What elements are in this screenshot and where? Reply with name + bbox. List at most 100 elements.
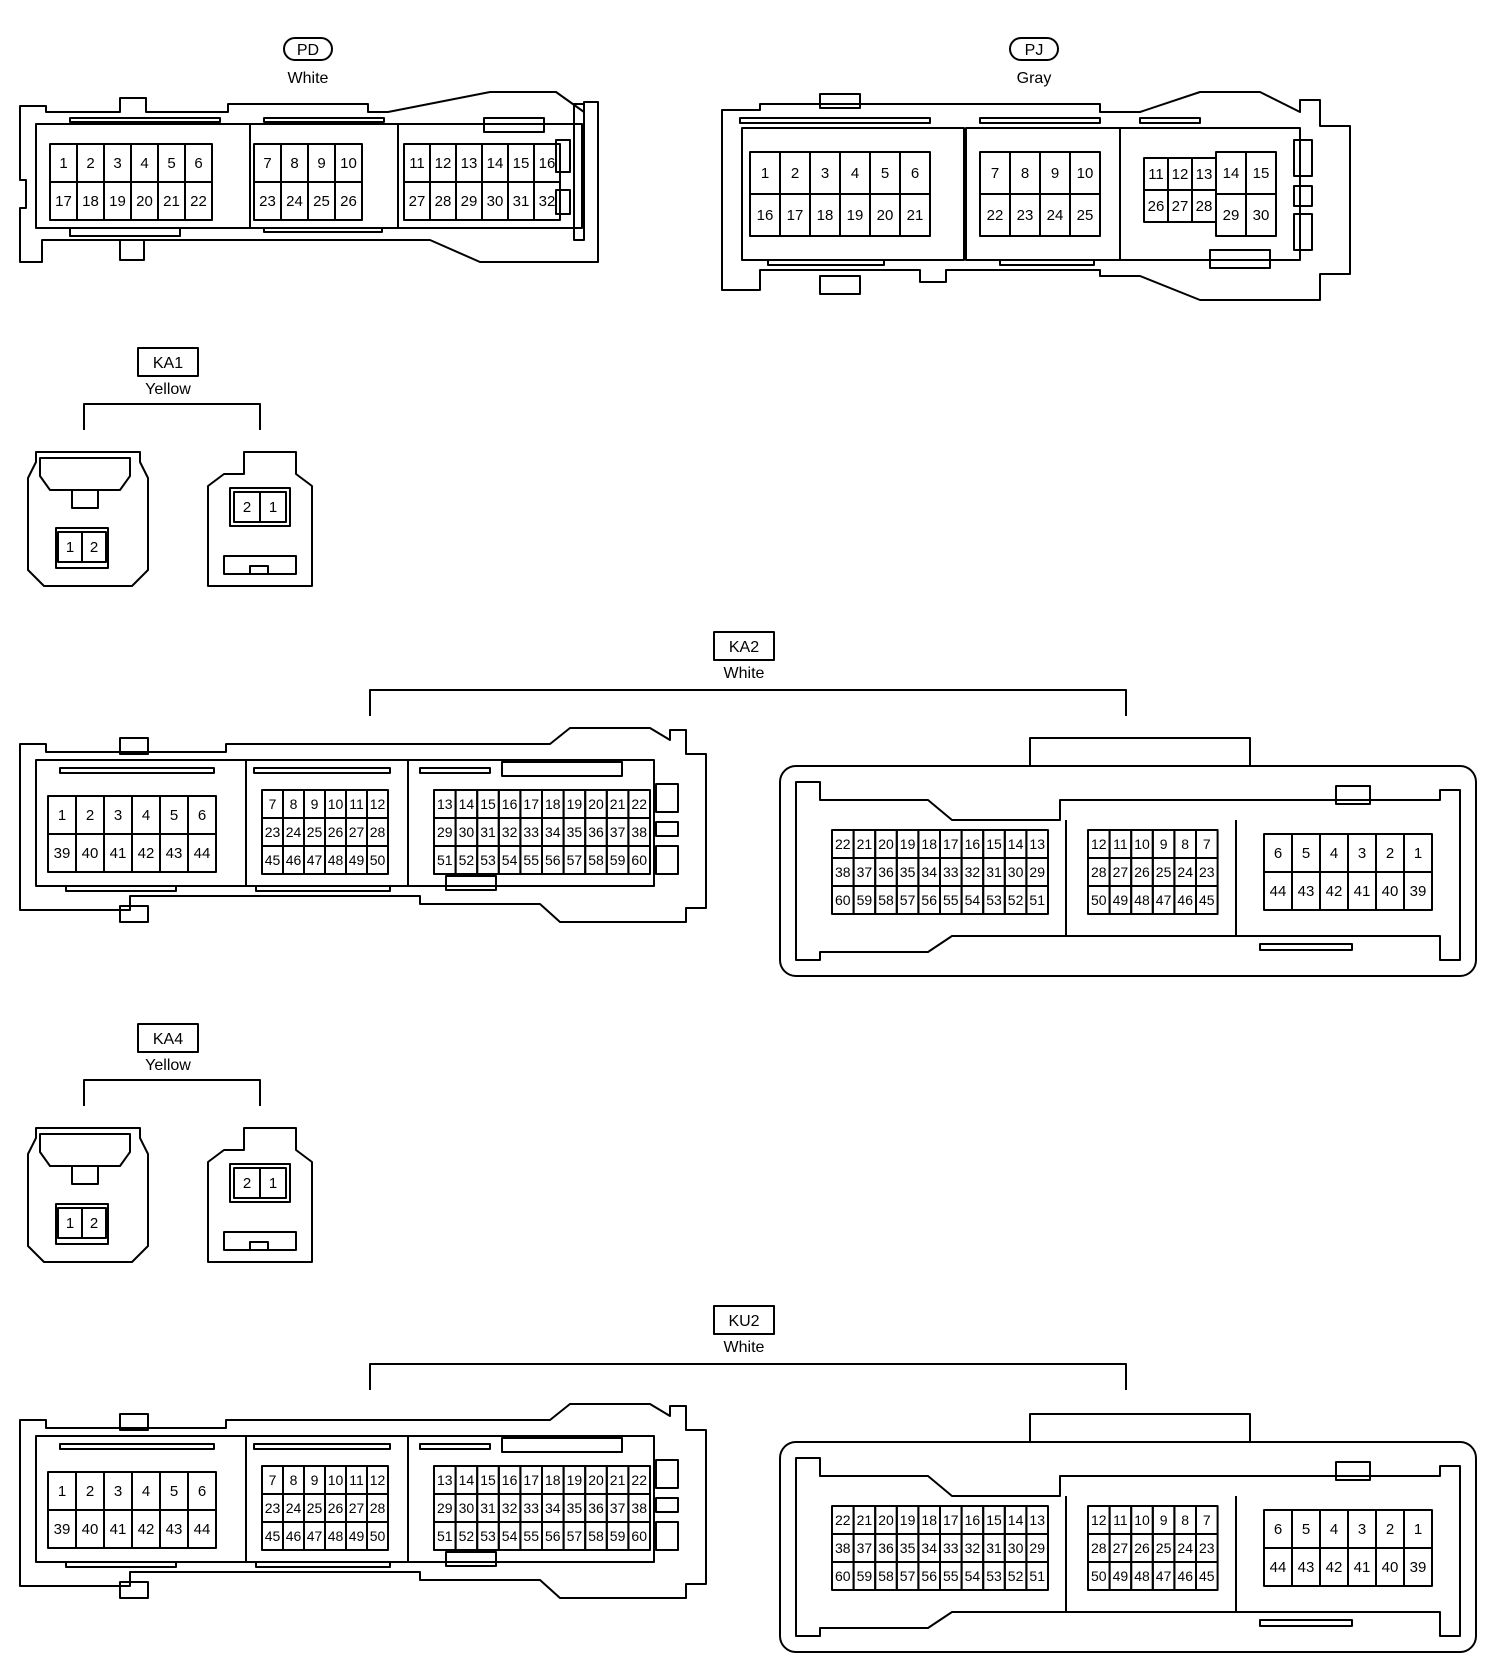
pin-number: 19: [567, 1472, 583, 1488]
pin-number: 24: [1177, 864, 1193, 880]
pin-number: 19: [109, 193, 126, 210]
connector-shell: [779, 1441, 1477, 1653]
pin-number: 51: [437, 1528, 453, 1544]
connector-ka1-female: [27, 451, 149, 587]
pin-number: 28: [435, 193, 452, 210]
pin-cell: [627, 845, 652, 875]
connector-top-tab: [1029, 1413, 1251, 1442]
pin-number: 52: [459, 852, 475, 868]
pin-number: 21: [610, 1472, 626, 1488]
pin-cell: [187, 833, 217, 873]
pin-number: 26: [1148, 198, 1165, 215]
pin-number: 48: [1134, 892, 1150, 908]
pin-number: 23: [265, 824, 281, 840]
pin-number: 14: [1008, 836, 1024, 852]
pin-number: 26: [1134, 1540, 1150, 1556]
pin-number: 10: [340, 155, 357, 172]
connector-ka2-color: White: [724, 665, 765, 682]
connector-pd-label: PD White: [283, 37, 333, 87]
pin-number: 31: [480, 1500, 496, 1516]
pin-cell: [1195, 885, 1219, 915]
pin-cell: [259, 1167, 287, 1199]
pin-number: 36: [878, 1540, 894, 1556]
pin-number: 12: [1091, 836, 1107, 852]
pin-number: 45: [265, 1528, 281, 1544]
pin-number: 11: [409, 155, 425, 172]
pin-number: 5: [170, 807, 178, 824]
pin-number: 18: [817, 207, 834, 224]
connector-pj-label: PJ Gray: [1009, 37, 1059, 87]
pin-number: 47: [307, 852, 323, 868]
pin-number: 1: [58, 807, 66, 824]
connector-ku2-right-body: [779, 1413, 1477, 1653]
pin-number: 11: [349, 1472, 364, 1488]
latch-rib: [59, 1443, 215, 1450]
pin-number: 23: [1199, 1540, 1215, 1556]
pin-number: 37: [857, 864, 873, 880]
pin-number: 16: [757, 207, 774, 224]
pin-number: 48: [1134, 1568, 1150, 1584]
pin-number: 25: [313, 193, 330, 210]
pin-number: 4: [1330, 845, 1338, 862]
pin-number: 7: [263, 155, 271, 172]
pin-number: 24: [286, 193, 303, 210]
pin-number: 11: [1148, 166, 1164, 183]
pin-number: 25: [1077, 207, 1094, 224]
pin-number: 39: [54, 845, 71, 862]
pin-number: 2: [86, 807, 94, 824]
connector-pd-body: [19, 91, 599, 263]
pin-number: 22: [631, 796, 647, 812]
pin-number: 11: [1113, 836, 1128, 852]
pin-number: 57: [567, 1528, 583, 1544]
latch-slot: [655, 845, 679, 875]
pin-number: 41: [110, 1521, 127, 1538]
pin-number: 7: [269, 1472, 277, 1488]
pin-number: 52: [459, 1528, 475, 1544]
pin-number: 20: [878, 836, 894, 852]
pin-number: 27: [1172, 198, 1189, 215]
pin-number: 12: [1091, 1512, 1107, 1528]
pin-number: 6: [1274, 845, 1282, 862]
latch-rib: [65, 885, 177, 892]
pin-number: 24: [286, 824, 302, 840]
pin-number: 57: [567, 852, 583, 868]
pin-number: 25: [1156, 864, 1172, 880]
pin-number: 36: [588, 1500, 604, 1516]
pin-number: 22: [987, 207, 1004, 224]
pin-number: 1: [1414, 1521, 1422, 1538]
pin-number: 30: [1008, 864, 1024, 880]
pin-number: 19: [900, 1512, 916, 1528]
pin-number: 26: [328, 824, 344, 840]
pin-number: 17: [787, 207, 804, 224]
pin-number: 2: [86, 1483, 94, 1500]
pin-number: 42: [138, 1521, 155, 1538]
key-tab: [119, 1413, 149, 1431]
latch-rib: [65, 1561, 177, 1568]
pin-number: 38: [631, 1500, 647, 1516]
pin-number: 22: [631, 1472, 647, 1488]
pin-number: 60: [631, 1528, 647, 1544]
pin-number: 21: [857, 836, 873, 852]
pin-number: 32: [502, 1500, 518, 1516]
latch-rib: [253, 767, 391, 774]
connector-shell: [19, 1403, 707, 1599]
connector-top-tab: [1029, 737, 1251, 766]
connector-shell: [779, 765, 1477, 977]
pin-number: 14: [1008, 1512, 1024, 1528]
connector-ku2-label: KU2 White: [369, 1305, 1127, 1390]
pin-number: 28: [1196, 198, 1213, 215]
connector-ka1-color: Yellow: [145, 381, 191, 398]
pin-cell: [366, 845, 389, 875]
pin-number: 27: [1113, 864, 1129, 880]
connector-ka1-label: KA1 Yellow: [83, 347, 261, 430]
connector-cavity: [407, 759, 655, 887]
pin-number: 14: [487, 155, 504, 172]
pin-number: 35: [567, 824, 583, 840]
pin-number: 19: [900, 836, 916, 852]
pin-number: 30: [1253, 207, 1270, 224]
pin-number: 55: [523, 852, 539, 868]
pin-number: 4: [140, 155, 148, 172]
pin-number: 59: [610, 1528, 626, 1544]
